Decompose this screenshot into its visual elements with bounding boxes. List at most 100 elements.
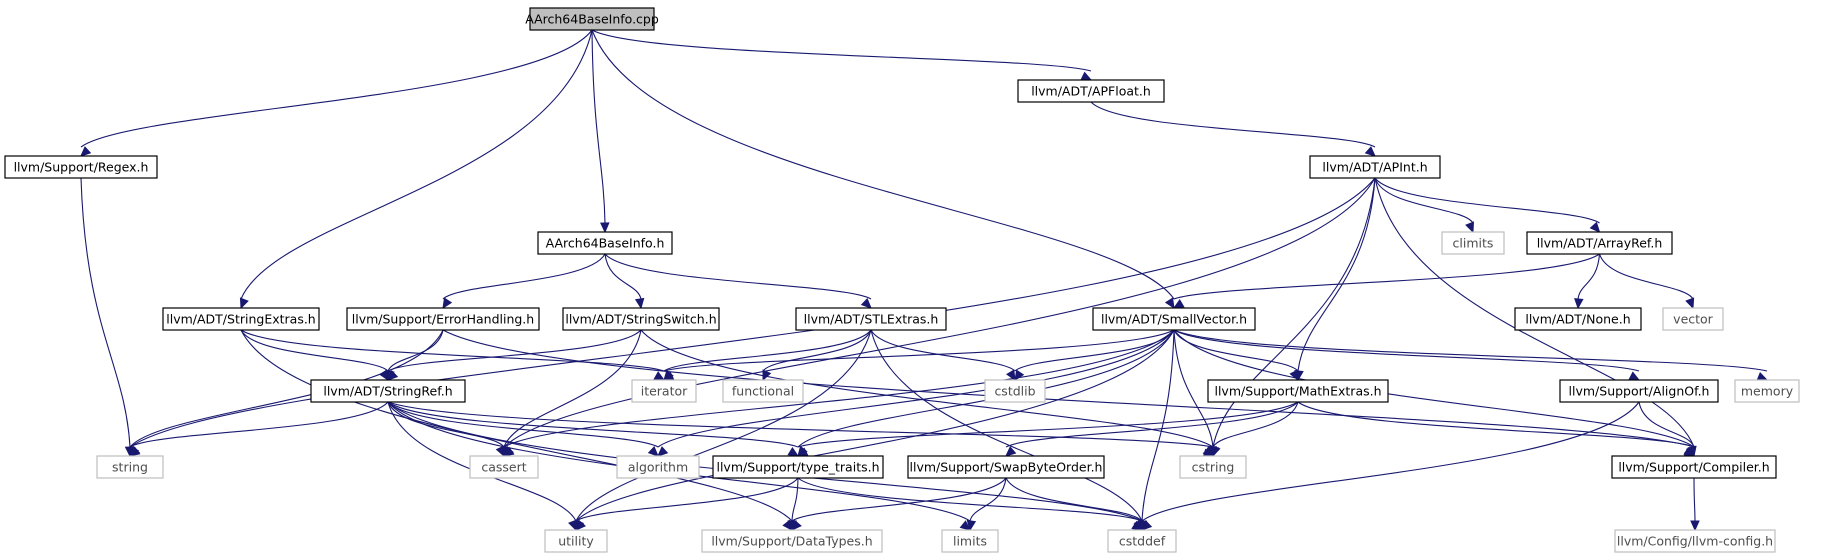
edge-alignof-to-compiler bbox=[1638, 401, 1697, 458]
node-smallvec[interactable]: llvm/ADT/SmallVector.h bbox=[1092, 307, 1256, 331]
edge-stlext-to-functional bbox=[762, 329, 872, 382]
node-iterator[interactable]: iterator bbox=[631, 379, 697, 403]
node-box bbox=[537, 231, 673, 255]
node-label: vector bbox=[1673, 312, 1714, 327]
edge-smallvec-to-algorithm bbox=[657, 329, 1175, 457]
node-memory[interactable]: memory bbox=[1734, 379, 1800, 403]
node-label: llvm/ADT/StringExtras.h bbox=[166, 312, 315, 327]
node-box bbox=[701, 529, 883, 553]
node-box bbox=[941, 529, 999, 553]
node-climits[interactable]: climits bbox=[1441, 231, 1505, 255]
node-cstdlib[interactable]: cstdlib bbox=[984, 379, 1046, 403]
node-strext[interactable]: llvm/ADT/StringExtras.h bbox=[162, 307, 320, 331]
node-datatypes[interactable]: llvm/Support/DataTypes.h bbox=[701, 529, 883, 553]
node-box bbox=[562, 307, 720, 331]
edge-mathext-to-cstring bbox=[1211, 401, 1299, 458]
node-box bbox=[1441, 231, 1505, 255]
node-label: llvm/Support/Compiler.h bbox=[1618, 460, 1769, 475]
node-alignof[interactable]: llvm/Support/AlignOf.h bbox=[1559, 379, 1719, 403]
node-label: cstddef bbox=[1119, 534, 1166, 549]
edge-basehdr-to-strsw bbox=[604, 253, 645, 310]
node-none[interactable]: llvm/ADT/None.h bbox=[1514, 307, 1642, 331]
node-typetraits[interactable]: llvm/Support/type_traits.h bbox=[712, 455, 884, 479]
node-strref[interactable]: llvm/ADT/StringRef.h bbox=[310, 379, 466, 403]
node-box bbox=[907, 455, 1105, 479]
node-apfloat[interactable]: llvm/ADT/APFloat.h bbox=[1017, 79, 1165, 103]
node-label: llvm/ADT/StringRef.h bbox=[323, 384, 452, 399]
node-label: llvm/Support/SwapByteOrder.h bbox=[910, 460, 1103, 475]
node-label: AArch64BaseInfo.cpp bbox=[525, 12, 659, 27]
edge-strref-to-algorithm bbox=[387, 401, 659, 457]
edge-root-to-basehdr bbox=[591, 29, 610, 234]
node-label: llvm/ADT/STLExtras.h bbox=[804, 312, 939, 327]
edge-stlext-to-cstdlib bbox=[870, 329, 1016, 382]
edge-strref-to-cassert bbox=[387, 401, 505, 458]
node-string[interactable]: string bbox=[96, 455, 164, 479]
node-mathext[interactable]: llvm/Support/MathExtras.h bbox=[1207, 379, 1389, 403]
node-box bbox=[1309, 155, 1441, 179]
node-cstring[interactable]: cstring bbox=[1179, 455, 1247, 479]
node-compiler[interactable]: llvm/Support/Compiler.h bbox=[1611, 455, 1777, 479]
node-label: utility bbox=[558, 534, 594, 549]
edge-basehdr-to-errh bbox=[442, 253, 606, 310]
node-box bbox=[1526, 231, 1673, 255]
node-llvmconfig[interactable]: llvm/Config/llvm-config.h bbox=[1614, 529, 1776, 553]
node-box bbox=[96, 455, 164, 479]
edge-basehdr-to-stlext bbox=[604, 253, 872, 309]
node-arrayref[interactable]: llvm/ADT/ArrayRef.h bbox=[1526, 231, 1673, 255]
node-label: llvm/Support/ErrorHandling.h bbox=[352, 312, 534, 327]
node-functional[interactable]: functional bbox=[722, 379, 804, 403]
node-swapbyte[interactable]: llvm/Support/SwapByteOrder.h bbox=[907, 455, 1105, 479]
node-label: llvm/ADT/None.h bbox=[1525, 312, 1630, 327]
edge-smallvec-to-utility bbox=[575, 329, 1175, 531]
node-box bbox=[310, 379, 466, 403]
edge-arrayref-to-vector bbox=[1598, 253, 1695, 310]
node-box bbox=[1734, 379, 1800, 403]
node-label: llvm/ADT/StringSwitch.h bbox=[565, 312, 716, 327]
node-label: cassert bbox=[481, 460, 526, 475]
node-label: llvm/ADT/ArrayRef.h bbox=[1537, 236, 1663, 251]
node-label: string bbox=[112, 460, 148, 475]
node-basehdr[interactable]: AArch64BaseInfo.h bbox=[537, 231, 673, 255]
node-box bbox=[984, 379, 1046, 403]
edge-typetraits-to-utility bbox=[575, 477, 799, 531]
edge-apint-to-climits bbox=[1374, 177, 1475, 234]
node-box bbox=[529, 7, 655, 31]
node-algorithm[interactable]: algorithm bbox=[616, 455, 700, 479]
edge-strsw-to-strref bbox=[387, 329, 642, 381]
node-box bbox=[712, 455, 884, 479]
node-root[interactable]: AArch64BaseInfo.cpp bbox=[525, 7, 659, 31]
node-strsw[interactable]: llvm/ADT/StringSwitch.h bbox=[562, 307, 720, 331]
node-box bbox=[1207, 379, 1389, 403]
node-cassert[interactable]: cassert bbox=[469, 455, 539, 479]
node-box bbox=[544, 529, 608, 553]
edge-root-to-regex bbox=[80, 29, 593, 157]
edge-arrayref-to-smallvec bbox=[1172, 253, 1600, 309]
node-apint[interactable]: llvm/ADT/APInt.h bbox=[1309, 155, 1441, 179]
edge-apint-to-arrayref bbox=[1374, 177, 1601, 233]
node-vector[interactable]: vector bbox=[1662, 307, 1724, 331]
edge-root-to-apfloat bbox=[591, 29, 1093, 81]
node-box bbox=[1614, 529, 1776, 553]
edge-swapbyte-to-cstddef bbox=[1005, 477, 1143, 532]
node-label: AArch64BaseInfo.h bbox=[546, 236, 665, 251]
node-utility[interactable]: utility bbox=[544, 529, 608, 553]
node-box bbox=[1179, 455, 1247, 479]
node-stlext[interactable]: llvm/ADT/STLExtras.h bbox=[795, 307, 947, 331]
node-label: llvm/Support/Regex.h bbox=[14, 160, 149, 175]
node-limits[interactable]: limits bbox=[941, 529, 999, 553]
node-label: cstdlib bbox=[994, 384, 1035, 399]
node-box bbox=[1559, 379, 1719, 403]
node-cstddef[interactable]: cstddef bbox=[1107, 529, 1177, 553]
node-errh[interactable]: llvm/Support/ErrorHandling.h bbox=[346, 307, 540, 331]
edge-smallvec-to-mathext bbox=[1173, 329, 1299, 382]
edge-strref-to-typetraits bbox=[387, 401, 800, 457]
node-box bbox=[469, 455, 539, 479]
node-regex[interactable]: llvm/Support/Regex.h bbox=[4, 155, 158, 179]
edge-regex-to-string bbox=[80, 177, 135, 458]
node-label: climits bbox=[1453, 236, 1494, 251]
node-box bbox=[162, 307, 320, 331]
edge-arrayref-to-none bbox=[1574, 253, 1601, 310]
node-box bbox=[631, 379, 697, 403]
